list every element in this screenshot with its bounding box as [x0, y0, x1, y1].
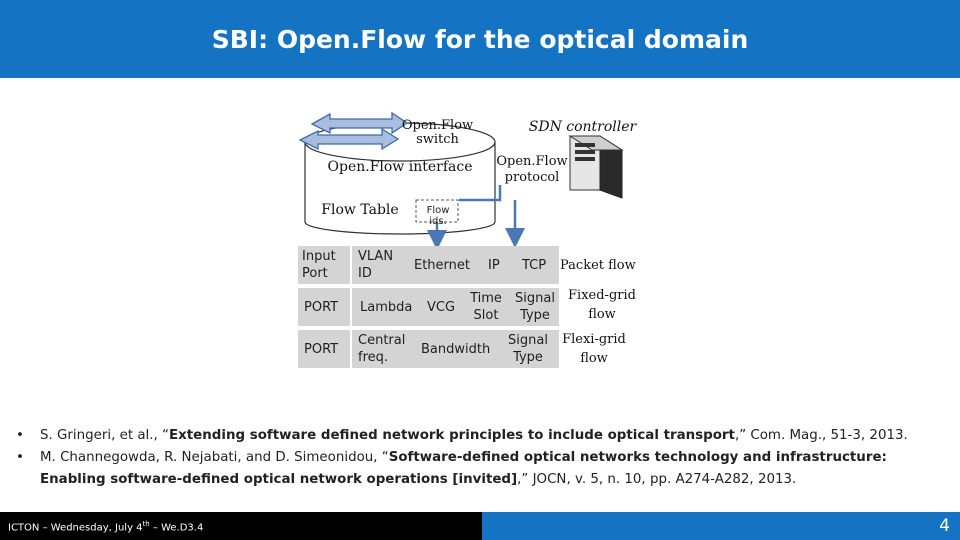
flow-ids-label: Flow ids.	[426, 205, 450, 227]
page-number: 4	[939, 516, 950, 536]
cell-signal-type-flexi-line2: Type	[513, 350, 543, 365]
flexi-grid-label-line2: flow	[580, 351, 608, 366]
cell-central-freq-line1: Central	[358, 333, 406, 348]
cell-lambda: Lambda	[360, 300, 413, 315]
interface-label: Open.Flow interface	[327, 159, 473, 175]
cell-input-port: Input Port	[302, 248, 350, 282]
reference-item: • S. Gringeri, et al., “Extending softwa…	[16, 425, 946, 447]
cell-time-slot-line1: Time	[470, 291, 502, 306]
sdn-controller-label: SDN controller	[528, 119, 637, 135]
flexi-grid-label-line1: Flexi-grid	[562, 332, 626, 347]
cell-signal-type-fixed: Signal Type	[512, 290, 558, 324]
row2-divider	[350, 288, 352, 326]
bullet-icon: •	[16, 450, 24, 465]
cell-vlan-id: VLAN ID	[358, 248, 408, 282]
references-list: • S. Gringeri, et al., “Extending softwa…	[16, 425, 946, 491]
row3-divider	[350, 330, 352, 368]
fixed-grid-flow-label: Fixed-grid flow	[560, 286, 644, 324]
cell-signal-type-flexi-line1: Signal	[508, 333, 548, 348]
switch-label: Open.Flow switch	[400, 119, 475, 147]
switch-label-line1: Open.Flow	[401, 118, 474, 133]
protocol-label-line2: protocol	[504, 170, 560, 185]
cell-vlan-id-line1: VLAN	[358, 249, 394, 264]
table-row-flexi-grid	[298, 330, 559, 368]
flow-table-label: Flow Table	[321, 202, 399, 218]
cell-time-slot: Time Slot	[466, 290, 506, 324]
cell-vcg: VCG	[427, 300, 456, 315]
protocol-label-line1: Open.Flow	[496, 154, 568, 169]
cell-port-fixed: PORT	[304, 300, 339, 315]
cell-input-port-line2: Port	[302, 266, 328, 281]
reference-authors: S. Gringeri, et al., “	[40, 428, 169, 443]
bullet-icon: •	[16, 428, 24, 443]
cell-signal-type-flexi: Signal Type	[505, 332, 551, 366]
cell-ethernet: Ethernet	[414, 258, 470, 273]
reference-title: Extending software defined network princ…	[168, 428, 735, 443]
footer-right: 4	[482, 512, 960, 540]
cell-central-freq: Central freq.	[358, 332, 413, 366]
table-row-packet-flow	[298, 246, 559, 284]
cell-signal-type-fixed-line1: Signal	[515, 291, 555, 306]
packet-flow-label: Packet flow	[560, 258, 636, 273]
slide-title: SBI: Open.Flow for the optical domain	[211, 25, 749, 54]
cell-central-freq-line2: freq.	[358, 350, 389, 365]
cell-port-flexi: PORT	[304, 342, 339, 357]
cell-vlan-id-line2: ID	[358, 266, 372, 281]
reference-tail: ,” Com. Mag., 51-3, 2013.	[734, 428, 908, 443]
reference-title: Software-defined optical networks techno…	[40, 450, 887, 487]
protocol-connector	[459, 185, 502, 202]
switch-label-line2: switch	[416, 132, 459, 147]
title-bar: SBI: Open.Flow for the optical domain	[0, 0, 960, 78]
cell-ip: IP	[488, 258, 500, 273]
reference-authors: M. Channegowda, R. Nejabati, and D. Sime…	[40, 450, 389, 465]
cell-time-slot-line2: Slot	[473, 308, 499, 323]
footer-text-prefix: ICTON – Wednesday, July 4	[8, 522, 143, 534]
footer-conference-text: ICTON – Wednesday, July 4th – We.D3.4	[8, 520, 203, 533]
row1-divider	[350, 246, 352, 284]
footer-text-suffix: – We.D3.4	[149, 522, 204, 534]
protocol-label: Open.Flow protocol	[493, 154, 571, 186]
switch-arrows-icon	[298, 111, 409, 151]
table-row-fixed-grid	[298, 288, 559, 326]
fixed-grid-label-line2: flow	[588, 307, 616, 322]
computer-icon	[568, 135, 624, 199]
cell-signal-type-fixed-line2: Type	[520, 308, 550, 323]
footer-left: ICTON – Wednesday, July 4th – We.D3.4	[0, 512, 482, 540]
reference-tail: ,” JOCN, v. 5, n. 10, pp. A274-A282, 201…	[517, 472, 797, 487]
fixed-grid-label-line1: Fixed-grid	[568, 288, 636, 303]
footer-text-sup: th	[142, 520, 150, 528]
flexi-grid-flow-label: Flexi-grid flow	[556, 330, 632, 368]
reference-item: • M. Channegowda, R. Nejabati, and D. Si…	[16, 447, 946, 491]
cell-tcp: TCP	[522, 258, 547, 273]
cell-bandwidth: Bandwidth	[421, 342, 491, 357]
cell-input-port-line1: Input	[302, 249, 336, 264]
